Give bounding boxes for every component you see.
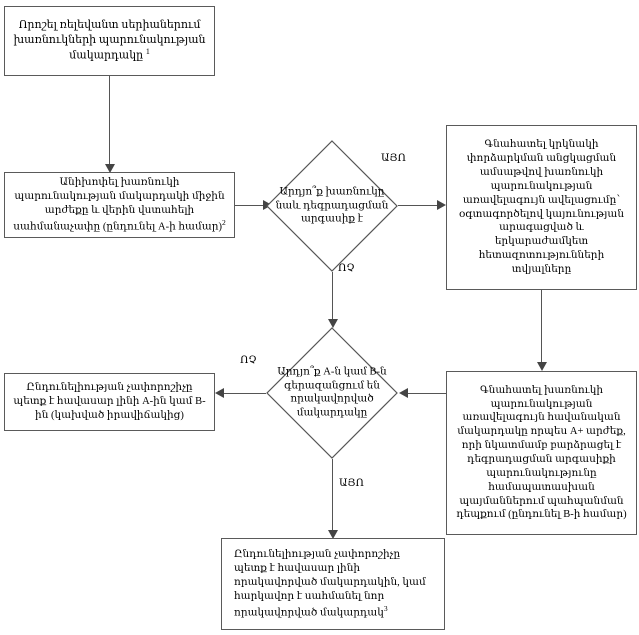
footnote-marker-3: 3 xyxy=(383,603,388,613)
node-determine-impurity-level[interactable]: Որոշել ռելեվանտ սերիաներում խառնուկների … xyxy=(4,6,215,76)
arrowhead-estimate-level-to-decision2 xyxy=(399,388,408,398)
edge-label-no-left: ՈՉ xyxy=(240,355,257,366)
node-mean-and-upper-confidence-limit[interactable]: Անիխոփել խառնուկի պարունակության մակարդա… xyxy=(4,172,235,238)
node-determine-impurity-level-text: Որոշել ռելեվանտ սերիաներում խառնուկների … xyxy=(13,19,206,63)
edge-label-yes-down: ԱՅՈ xyxy=(339,478,364,489)
arrowhead-start-to-mean xyxy=(105,164,115,173)
diamond-shape-2 xyxy=(266,327,398,459)
edge-decision2-to-criterion-qualified xyxy=(332,459,333,535)
arrowhead-estimate-increase-to-estimate-level xyxy=(537,362,547,371)
arrowhead-decision2-to-criterion-a-or-b xyxy=(215,388,224,398)
decision-is-impurity-degradation-product[interactable]: Արդյո՞ք խառնուկը նաև դեգրադացման արգասիք… xyxy=(266,140,398,272)
node-mean-and-upper-confidence-limit-text: Անիխոփել խառնուկի պարունակության մակարդա… xyxy=(13,177,226,233)
node-estimate-max-increase-text: Գնահատել կրկնակի փորձարկման անցկացման ամ… xyxy=(458,139,625,275)
decision-2-label: Արդյո՞ք A-ն կամ B-ն գերազանցում են որակա… xyxy=(277,366,387,419)
edge-label-no-down: ՈՉ xyxy=(338,263,355,274)
edge-decision1-to-estimate-increase xyxy=(398,205,440,206)
node-acceptance-criterion-a-or-b[interactable]: Ընդունելիության չափորոշիչը պետք է հավասա… xyxy=(4,373,215,431)
edge-estimate-level-to-decision2 xyxy=(406,393,446,394)
node-estimate-max-probable-level-text: Գնահատել խառնուկի պարունակության առավելա… xyxy=(456,384,627,521)
node-estimate-max-increase-at-retest[interactable]: Գնահատել կրկնակի փորձարկման անցկացման ամ… xyxy=(446,125,637,290)
edge-decision2-to-criterion-a-or-b xyxy=(222,393,266,394)
node-acceptance-criterion-qualified-level[interactable]: Ընդունելիության չափորոշիչը պետք է հավասա… xyxy=(221,538,445,630)
footnote-marker-1: 1 xyxy=(145,47,150,57)
arrowhead-decision1-to-decision2 xyxy=(328,319,338,328)
edge-label-yes-right: ԱՅՈ xyxy=(381,153,406,164)
edge-estimate-increase-to-estimate-level xyxy=(541,290,542,366)
edge-decision1-to-decision2 xyxy=(332,272,333,324)
edge-mean-to-decision1 xyxy=(235,205,267,206)
arrowhead-decision1-to-estimate-increase xyxy=(437,200,446,210)
decision-does-a-or-b-exceed-qualified-level[interactable]: Արդյո՞ք A-ն կամ B-ն գերազանցում են որակա… xyxy=(266,327,398,459)
node-acceptance-criterion-a-or-b-text: Ընդունելիության չափորոշիչը պետք է հավասա… xyxy=(13,382,206,421)
edge-start-to-mean xyxy=(109,76,110,168)
arrowhead-decision2-to-criterion-qualified xyxy=(328,530,338,539)
node-acceptance-criterion-qualified-level-text: Ընդունելիության չափորոշիչը պետք է հավասա… xyxy=(234,549,426,619)
diamond-shape-1 xyxy=(266,140,398,272)
decision-1-label: Արդյո՞ք խառնուկը նաև դեգրադացման արգասիք… xyxy=(275,186,389,225)
footnote-marker-2: 2 xyxy=(221,217,226,227)
node-estimate-max-probable-level-b[interactable]: Գնահատել խառնուկի պարունակության առավելա… xyxy=(446,371,637,535)
